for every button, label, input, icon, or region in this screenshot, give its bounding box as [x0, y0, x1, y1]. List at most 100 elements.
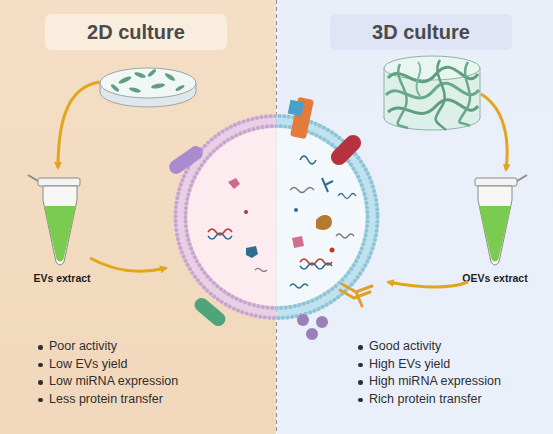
tube-node: EVs extract [22, 172, 102, 284]
tube-right [478, 186, 512, 265]
vesicle-left-half [255, 269, 267, 272]
flow-arrow [58, 82, 100, 168]
divider-line [276, 0, 277, 434]
tube-node: OEVs extract [453, 172, 537, 284]
vesicle-left-half [228, 178, 240, 189]
scaffold [388, 67, 478, 81]
bullet-dot [358, 345, 363, 350]
scaffold [384, 56, 480, 130]
scaffold [386, 83, 479, 98]
vesicle-left-half [208, 229, 232, 235]
tube-left [28, 175, 80, 265]
scaffold [384, 68, 385, 118]
bullet-dot [38, 345, 43, 350]
scaffold [480, 68, 481, 118]
tube-right [479, 206, 511, 262]
bullet-text: Low EVs yield [49, 356, 128, 374]
title-box: 3D culture [330, 14, 512, 50]
membrane-protein [316, 316, 328, 328]
bullet-text: Poor activity [49, 338, 117, 356]
scaffold [384, 68, 480, 118]
vesicle-right-half [277, 114, 380, 320]
bullet-text: High EVs yield [369, 356, 450, 374]
vesicle-left-half [186, 126, 277, 308]
flow-arrow [90, 258, 166, 271]
scaffold [384, 56, 480, 80]
petri-dish [100, 83, 101, 92]
flow-arrow [58, 82, 507, 287]
vesicle-left-half [166, 143, 205, 176]
scaffold [459, 62, 470, 126]
bullet-dot [358, 363, 363, 368]
petri-dish [100, 68, 196, 107]
vesicle-left-half [244, 210, 248, 214]
vesicle-left-half [174, 114, 277, 320]
vesicle-right-half [277, 114, 380, 320]
petri-dish [118, 75, 133, 85]
membrane-protein [297, 314, 309, 326]
petri-dish [175, 84, 185, 92]
tube-right [475, 175, 527, 265]
vesicle-right-half [300, 259, 332, 265]
bullet-text: Good activity [369, 338, 441, 356]
tube-label: EVs extract [22, 272, 102, 284]
vesicle-right-half [300, 263, 332, 269]
petri-dish [100, 68, 196, 98]
petri-dish [147, 68, 157, 77]
vesicle-right-half [338, 194, 356, 199]
vesicle-right-half [330, 248, 335, 253]
vesicle-left-half [176, 116, 277, 318]
culture-panel: Good activityHigh EVs yieldHigh miRNA ex… [277, 0, 553, 434]
bullet-text: Low miRNA expression [49, 373, 178, 391]
bullet-text: Rich protein transfer [369, 391, 482, 409]
membrane-protein [290, 97, 314, 139]
bullet-dot [38, 363, 43, 368]
vesicle-right-half [336, 234, 354, 238]
scaffold [398, 64, 408, 128]
petri-dish [110, 83, 120, 92]
flow-arrow [388, 282, 468, 287]
membrane-protein [306, 328, 318, 340]
culture-panel: Poor activityLow EVs yieldLow miRNA expr… [0, 0, 276, 434]
tube-left [28, 175, 38, 181]
bullet-dot [358, 380, 363, 385]
membrane-protein [288, 97, 372, 340]
membrane-protein [340, 284, 372, 306]
vesicle-left-half [192, 295, 229, 329]
petri-dish [129, 87, 142, 94]
scaffold [417, 62, 421, 96]
scaffold [384, 106, 480, 130]
vesicle-right-half [277, 128, 366, 306]
vesicle-right-half [277, 116, 378, 318]
vesicle-right-half [290, 188, 314, 193]
vesicle-right-half [292, 236, 304, 248]
petri-dish [196, 83, 197, 92]
vesicle-right-half [322, 178, 333, 192]
vesicle-left-half [188, 128, 277, 306]
membrane-protein [328, 132, 365, 169]
petri-dish [151, 83, 166, 90]
vesicle-right-half [294, 208, 298, 212]
scaffold [388, 100, 478, 114]
vesicle-right-half [316, 215, 332, 230]
panel-title: 2D culture [87, 21, 185, 44]
vesicle-left-half [246, 246, 258, 258]
bullet-text: High miRNA expression [369, 373, 501, 391]
vesicle-right-half [300, 156, 316, 164]
tube-right [475, 178, 517, 186]
scaffold [436, 60, 446, 130]
petri-dish [134, 71, 147, 79]
vesicle-right-half [277, 126, 368, 308]
membrane-protein [288, 100, 305, 117]
tube-right [517, 175, 527, 181]
tube-left [38, 178, 80, 186]
bullet-dot [38, 380, 43, 385]
bullet-text: Less protein transfer [49, 391, 163, 409]
vesicle-right-half [290, 284, 308, 288]
tube-label: OEVs extract [453, 272, 537, 284]
petri-dish [100, 77, 196, 107]
tube-left [44, 206, 76, 262]
